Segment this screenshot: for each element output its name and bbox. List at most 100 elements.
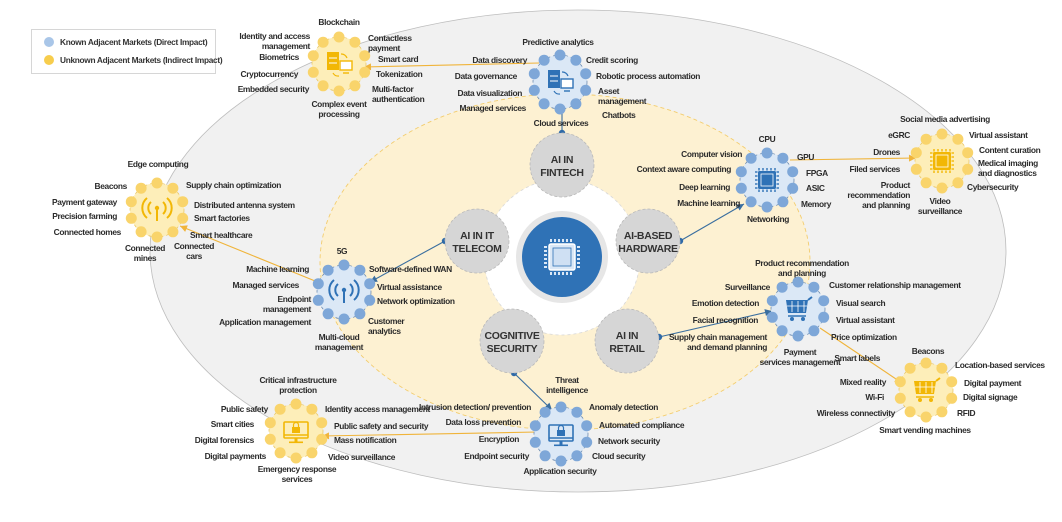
cluster-node bbox=[151, 231, 163, 243]
cluster-node bbox=[538, 54, 550, 66]
legend: Known Adjacent Markets (Direct Impact) U… bbox=[31, 29, 223, 74]
cluster-label: Location-based services bbox=[955, 360, 1045, 370]
cluster-node bbox=[554, 49, 566, 61]
cluster-node bbox=[910, 163, 922, 175]
cluster-label: ASIC bbox=[806, 183, 825, 193]
shopping-cart-icon bbox=[914, 377, 941, 402]
cluster-label: Smart factories bbox=[194, 213, 250, 223]
cluster-node bbox=[580, 84, 592, 96]
connector-line bbox=[369, 240, 446, 283]
cluster-label: Cryptocurrency bbox=[241, 69, 299, 79]
unknown-dot-icon bbox=[44, 55, 54, 65]
cluster-node bbox=[580, 68, 592, 80]
cluster-node bbox=[322, 264, 334, 276]
cluster-label: Connected homes bbox=[54, 227, 122, 237]
cluster-node bbox=[936, 182, 948, 194]
connector-line bbox=[179, 225, 321, 284]
cluster-node bbox=[274, 403, 286, 415]
cluster-node bbox=[354, 308, 366, 320]
cluster-label: Embedded security bbox=[238, 84, 310, 94]
cluster-node bbox=[359, 66, 371, 78]
cluster-node bbox=[125, 212, 137, 224]
cluster-label: Price optimization bbox=[831, 332, 897, 342]
cluster-node bbox=[936, 406, 948, 418]
cluster-node bbox=[359, 50, 371, 62]
cluster-label: Cloud security bbox=[592, 451, 646, 461]
cluster-node bbox=[936, 128, 948, 140]
cluster-node bbox=[316, 417, 328, 429]
connector-line bbox=[819, 327, 903, 384]
cluster-label: Data loss prevention bbox=[446, 417, 522, 427]
hub-circle bbox=[529, 132, 595, 198]
cluster-label: Digital forensics bbox=[195, 435, 255, 445]
cluster-label: Machine learning bbox=[246, 264, 309, 274]
cluster-node bbox=[167, 182, 179, 194]
cluster-node bbox=[354, 264, 366, 276]
cluster-label: Endpoint security bbox=[464, 451, 529, 461]
cluster-node bbox=[962, 147, 974, 159]
cluster-node bbox=[316, 433, 328, 445]
cluster-label: RFID bbox=[957, 408, 975, 418]
cluster-node bbox=[745, 152, 757, 164]
cluster-label: Network optimization bbox=[377, 296, 455, 306]
cluster-node bbox=[570, 54, 582, 66]
cluster-label: Blockchain bbox=[318, 17, 359, 27]
cluster-label: Cybersecurity bbox=[967, 182, 1019, 192]
cluster-label: Social media advertising bbox=[900, 114, 990, 124]
connectors bbox=[179, 62, 917, 440]
cluster-label: Anomaly detection bbox=[589, 402, 658, 412]
antenna-icon bbox=[328, 279, 360, 303]
cluster-node bbox=[529, 420, 541, 432]
legend-known: Known Adjacent Markets (Direct Impact) bbox=[44, 37, 208, 47]
cluster-node bbox=[312, 278, 324, 290]
cluster-node bbox=[306, 447, 318, 459]
cluster-label: Predictive analytics bbox=[522, 37, 594, 47]
cluster-node bbox=[571, 450, 583, 462]
cluster-label: Payment gateway bbox=[52, 197, 118, 207]
cluster-node bbox=[125, 196, 137, 208]
cluster-label: Virtual assistant bbox=[836, 315, 895, 325]
cluster-node bbox=[581, 436, 593, 448]
cluster-label: GPU bbox=[797, 152, 814, 162]
hub-label-line2: RETAIL bbox=[609, 343, 645, 355]
cluster-node bbox=[776, 281, 788, 293]
data-transfer-icon bbox=[548, 70, 574, 95]
cluster-node bbox=[777, 196, 789, 208]
cluster-label: Machine learning bbox=[677, 198, 740, 208]
cluster-node bbox=[317, 80, 329, 92]
cluster-label: Public safety bbox=[221, 404, 269, 414]
cluster-node bbox=[735, 166, 747, 178]
hub-label-line2: FINTECH bbox=[540, 167, 583, 179]
cluster-label: FPGA bbox=[806, 168, 828, 178]
cluster-node bbox=[528, 84, 540, 96]
cluster-node bbox=[818, 311, 830, 323]
cluster-node bbox=[167, 226, 179, 238]
cluster-label: Digital payment bbox=[964, 378, 1022, 388]
hub-label-line1: COGNITIVE bbox=[484, 330, 539, 342]
cluster-node bbox=[808, 325, 820, 337]
connector-line bbox=[321, 431, 538, 437]
cluster-label: Distributed antenna system bbox=[194, 200, 295, 210]
hub-circle bbox=[444, 208, 510, 274]
cluster-node bbox=[745, 196, 757, 208]
cluster-label: Intrusion detection/ prevention bbox=[419, 402, 531, 412]
connector-line bbox=[513, 372, 553, 411]
cluster-node bbox=[177, 212, 189, 224]
